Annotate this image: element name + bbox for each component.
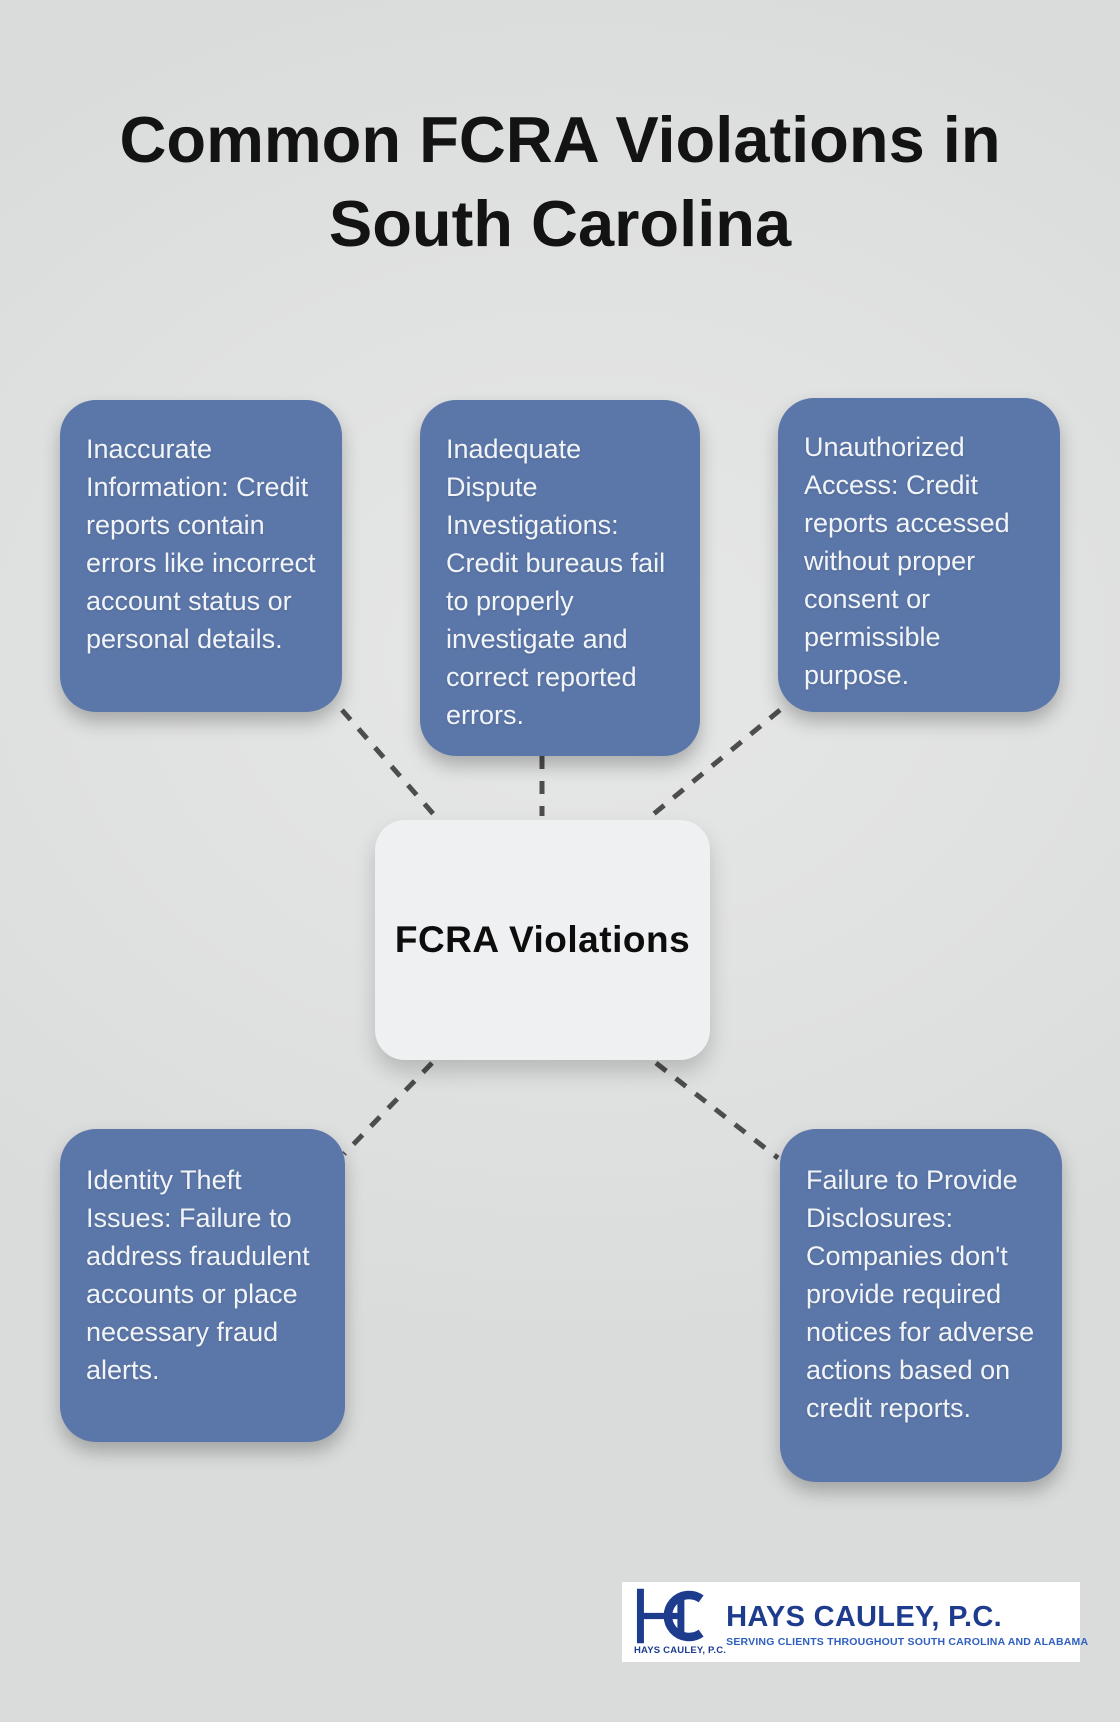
page-title-line-1: Common FCRA Violations in bbox=[119, 103, 1001, 176]
node-unauthorized-access: Unauthorized Access: Credit reports acce… bbox=[778, 398, 1060, 712]
node-identity-theft-issues-text: Identity Theft Issues: Failure to addres… bbox=[86, 1165, 310, 1385]
center-node-fcra-violations: FCRA Violations bbox=[375, 820, 710, 1060]
node-inadequate-dispute-investigations: Inadequate Dispute Investigations: Credi… bbox=[420, 400, 700, 756]
logo-firm-name: HAYS CAULEY, P.C. bbox=[726, 1600, 1002, 1633]
node-identity-theft-issues: Identity Theft Issues: Failure to addres… bbox=[60, 1129, 345, 1442]
hc-monogram-icon bbox=[636, 1588, 704, 1644]
connector-top-right bbox=[648, 708, 782, 819]
node-failure-to-provide-disclosures-text: Failure to Provide Disclosures: Companie… bbox=[806, 1165, 1035, 1423]
node-failure-to-provide-disclosures: Failure to Provide Disclosures: Companie… bbox=[780, 1129, 1062, 1482]
logo-monogram-column: HAYS CAULEY, P.C. bbox=[634, 1588, 726, 1656]
page-title-line-2: South Carolina bbox=[328, 187, 792, 260]
node-inadequate-dispute-investigations-text: Inadequate Dispute Investigations: Credi… bbox=[446, 434, 666, 730]
logo-tagline: SERVING CLIENTS THROUGHOUT SOUTH CAROLIN… bbox=[726, 1635, 1089, 1648]
node-inaccurate-information-text: Inaccurate Information: Credit reports c… bbox=[86, 434, 316, 654]
logo-monogram-caption: HAYS CAULEY, P.C. bbox=[634, 1645, 727, 1656]
node-unauthorized-access-text: Unauthorized Access: Credit reports acce… bbox=[804, 432, 1010, 690]
hays-cauley-logo: HAYS CAULEY, P.C. HAYS CAULEY, P.C. SERV… bbox=[622, 1582, 1088, 1662]
connector-bottom-right bbox=[654, 1061, 780, 1160]
center-node-label: FCRA Violations bbox=[394, 919, 691, 960]
logo-text-column: HAYS CAULEY, P.C. SERVING CLIENTS THROUG… bbox=[726, 1588, 1088, 1656]
connector-bottom-left bbox=[342, 1061, 434, 1156]
page-title: Common FCRA Violations in South Carolina bbox=[0, 98, 1120, 266]
node-inaccurate-information: Inaccurate Information: Credit reports c… bbox=[60, 400, 342, 712]
